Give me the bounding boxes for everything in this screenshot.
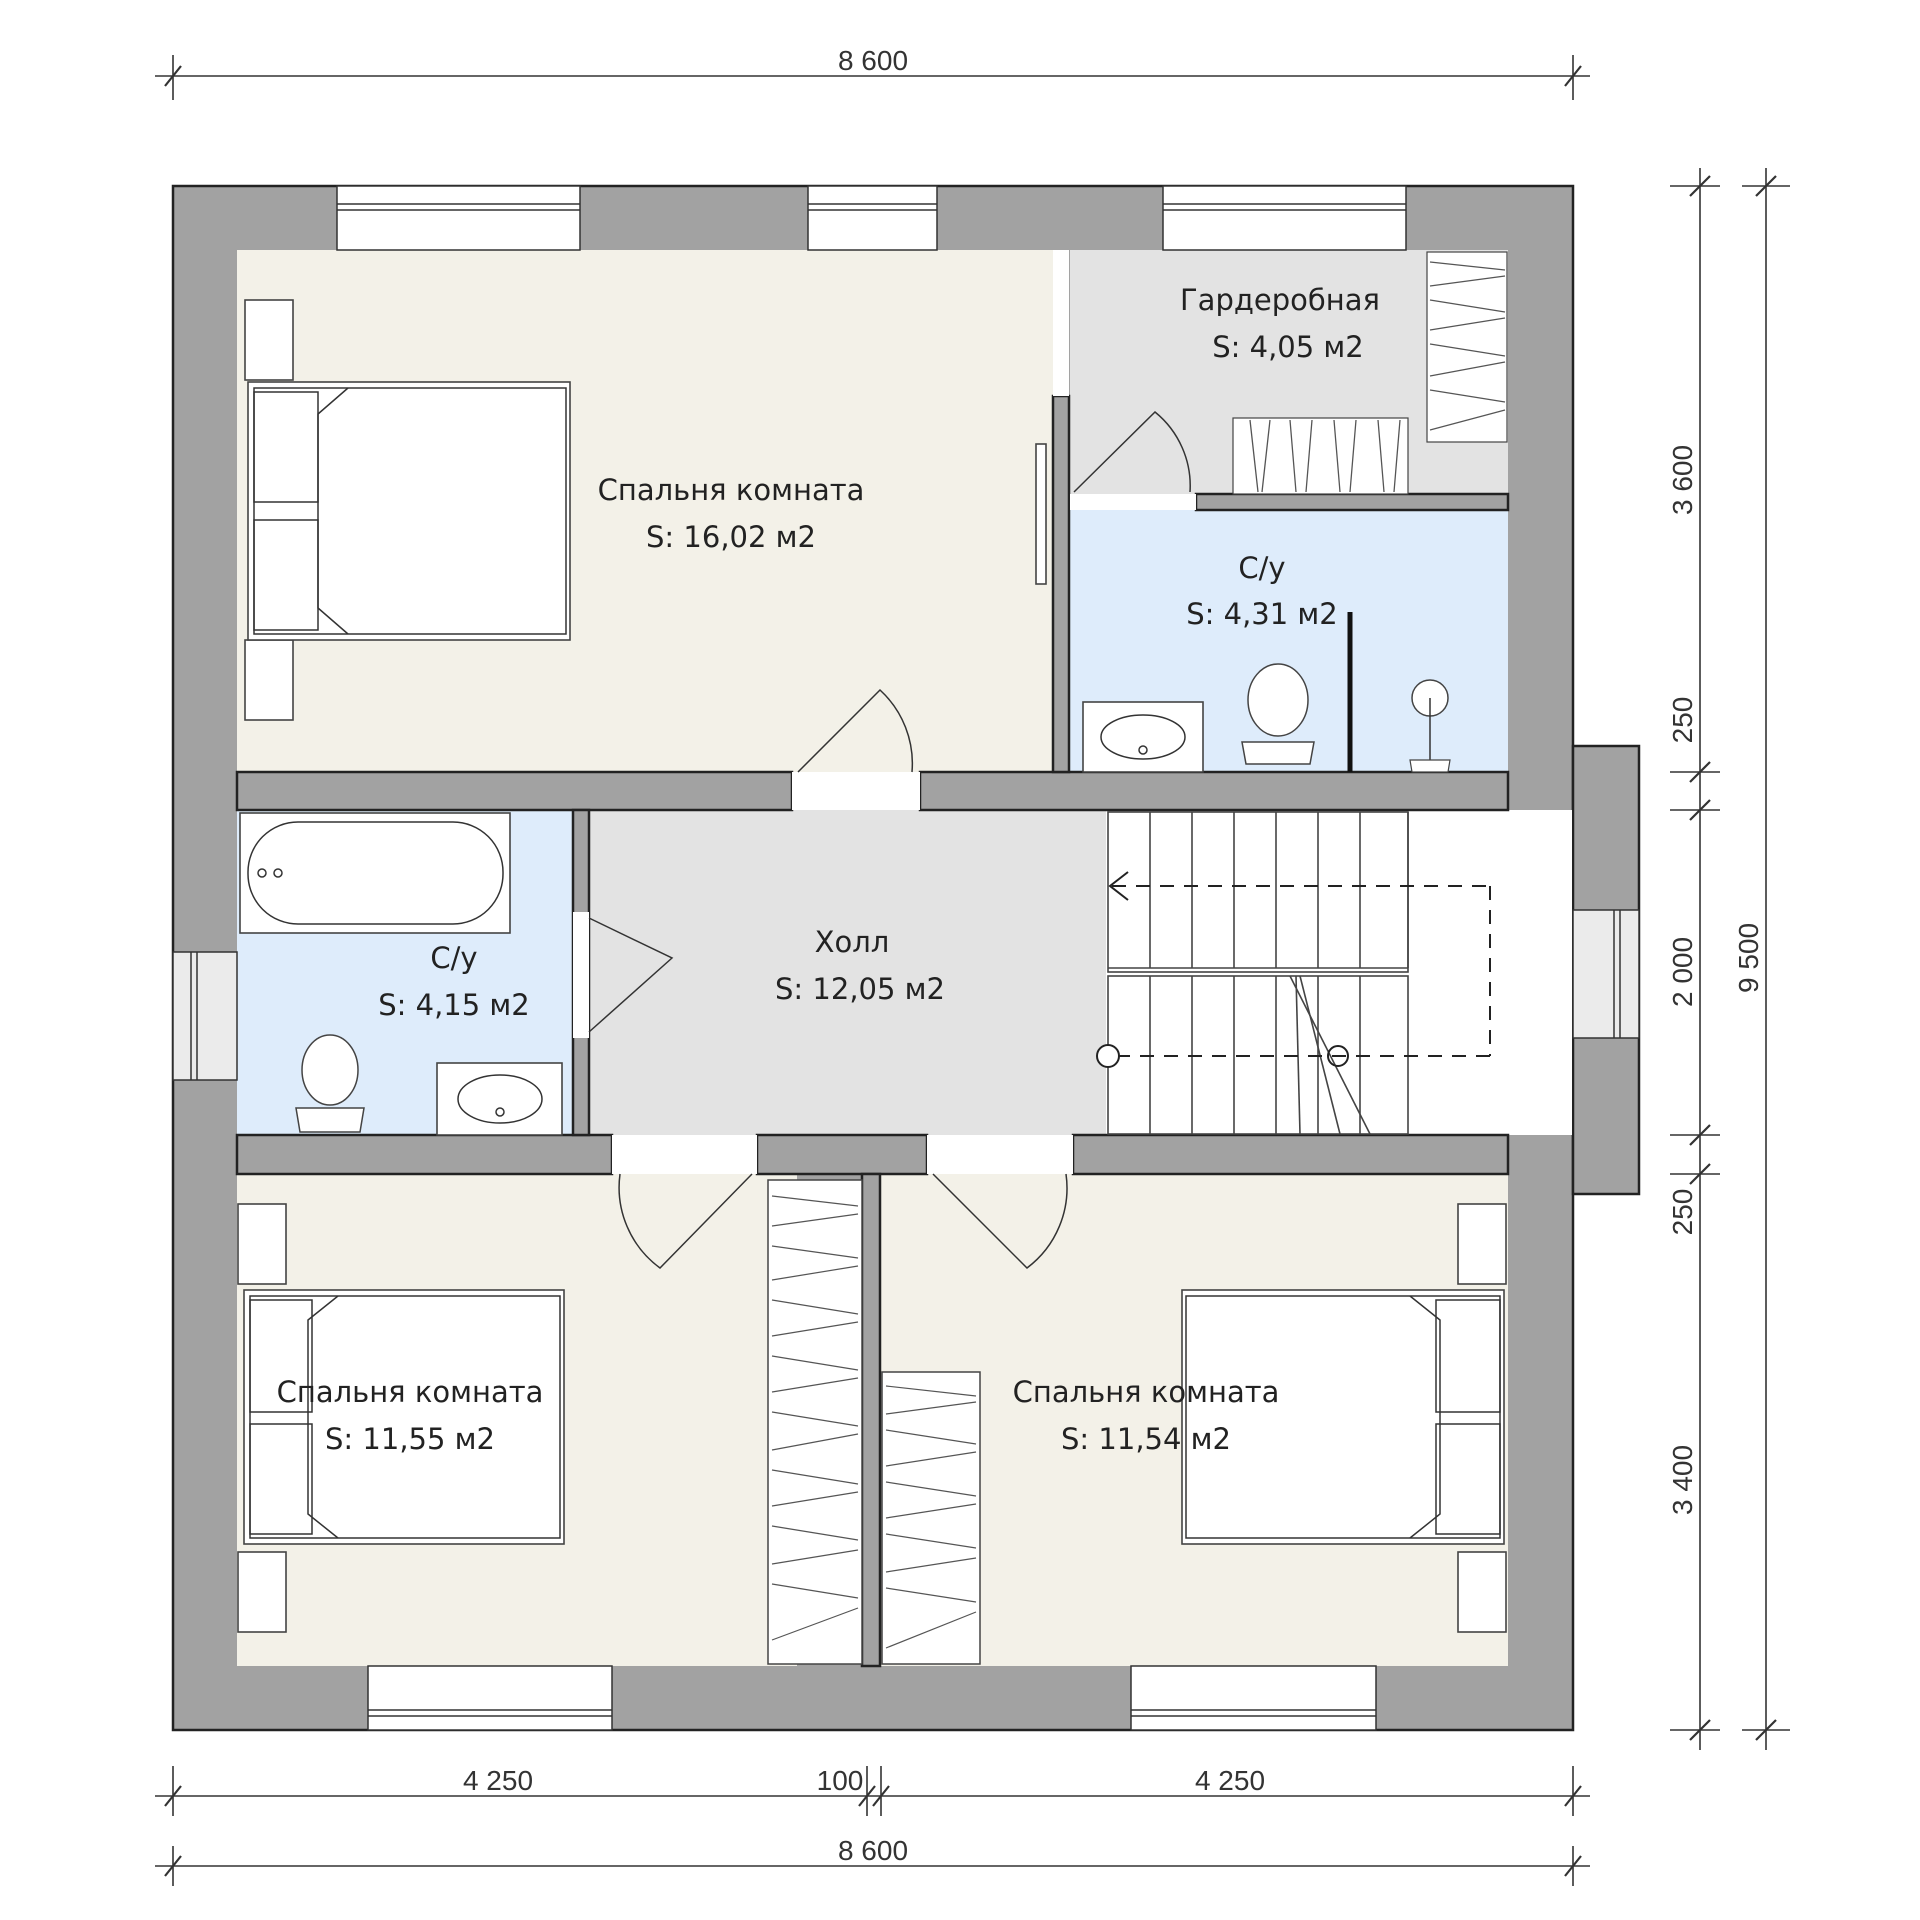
nightstand-top-1 [244,299,294,381]
wardrobe-shelf-bottom [1232,417,1409,495]
staircase [1107,811,1409,1135]
toilet-top [1247,663,1309,737]
window-top-1 [336,185,581,251]
room-name-bedroom-bl: Спальня комната [277,1375,544,1409]
nightstand-br-1 [1457,1203,1507,1285]
nightstand-bl-1 [237,1203,287,1285]
room-area-bath-top: S: 4,31 м2 [1186,597,1338,631]
closet-bl-hangers [771,1195,859,1641]
toilet-left [301,1034,359,1106]
bed-top [247,381,571,641]
room-area-wardrobe: S: 4,05 м2 [1212,330,1364,364]
wall-v-bedrooms [860,1172,882,1668]
closet-bl [767,1179,863,1665]
window-bottom-1 [367,1665,613,1731]
svg-text:250: 250 [1667,1189,1698,1236]
stair-start-icon [1096,1044,1120,1068]
bathtub [239,812,511,934]
door-bath-left[interactable] [588,917,674,1033]
stair-direction [1110,885,1491,1057]
dimension-top: 8 600 [155,45,1590,100]
room-area-hall: S: 12,05 м2 [775,972,945,1006]
svg-text:8 600: 8 600 [838,45,908,76]
sink-top [1082,701,1204,773]
svg-text:3 600: 3 600 [1667,445,1698,515]
dimension-right-parts: 3 600 250 2 000 250 3 400 [1667,168,1720,1750]
tv-top [1035,443,1047,585]
doorway-bedroom-top [792,772,920,810]
dimension-bottom-total: 8 600 [155,1835,1590,1886]
doorway-bl [612,1135,757,1174]
wall-h-top-2 [918,770,1510,812]
wall-v-upper [1051,394,1071,774]
doorway-bath-left [573,912,589,1038]
window-right [1572,909,1640,1039]
door-br[interactable] [932,1173,1068,1269]
room-area-bedroom-top: S: 16,02 м2 [646,520,816,554]
doorway-br [927,1135,1073,1174]
room-name-bath-top: С/у [1238,551,1285,585]
svg-text:100: 100 [817,1765,864,1796]
room-name-bedroom-top: Спальня комната [598,473,865,507]
room-area-bedroom-br: S: 11,54 м2 [1061,1422,1231,1456]
doorway-wardrobe [1070,494,1196,510]
room-area-bedroom-bl: S: 11,55 м2 [325,1422,495,1456]
wall-h-top [235,770,794,812]
svg-text:3 400: 3 400 [1667,1445,1698,1515]
nightstand-top-2 [244,639,294,721]
door-bedroom-top[interactable] [797,688,914,773]
svg-text:2 000: 2 000 [1667,937,1698,1007]
svg-text:9 500: 9 500 [1733,923,1764,993]
nightstand-bl-2 [237,1551,287,1633]
dimension-right-total: 9 500 [1733,168,1790,1750]
window-top-3 [1162,185,1407,251]
wall-h-bottom-2 [755,1133,929,1176]
room-name-wardrobe: Гардеробная [1180,283,1380,317]
window-bottom-2 [1130,1665,1377,1731]
wardrobe-shelf-right [1426,251,1508,443]
svg-text:250: 250 [1667,697,1698,744]
door-wardrobe[interactable] [1073,410,1191,493]
bed-br [1181,1289,1505,1545]
window-left [172,951,238,1081]
wall-h-wardrobe [1194,492,1510,512]
dimension-bottom-parts: 4 250 100 4 250 [155,1765,1590,1816]
room-name-bedroom-br: Спальня комната [1013,1375,1280,1409]
closet-br [881,1371,981,1665]
nightstand-br-2 [1457,1551,1507,1633]
svg-text:8 600: 8 600 [838,1835,908,1866]
svg-text:4 250: 4 250 [463,1765,533,1796]
wall-h-bottom-3 [1071,1133,1510,1176]
wardrobe-hangers [1249,261,1506,493]
svg-text:4 250: 4 250 [1195,1765,1265,1796]
bed-bl [243,1289,565,1545]
room-name-bath-left: С/у [430,941,477,975]
room-name-hall: Холл [815,925,890,959]
door-bl[interactable] [618,1173,753,1269]
window-top-2 [807,185,938,251]
room-area-bath-left: S: 4,15 м2 [378,988,530,1022]
wall-h-bottom [235,1133,614,1176]
hall-floor [590,810,1106,1135]
stair-arrow [1108,871,1129,901]
closet-br-hangers [885,1385,977,1649]
opening-wardrobe [1053,250,1069,396]
sink-left [436,1062,563,1136]
